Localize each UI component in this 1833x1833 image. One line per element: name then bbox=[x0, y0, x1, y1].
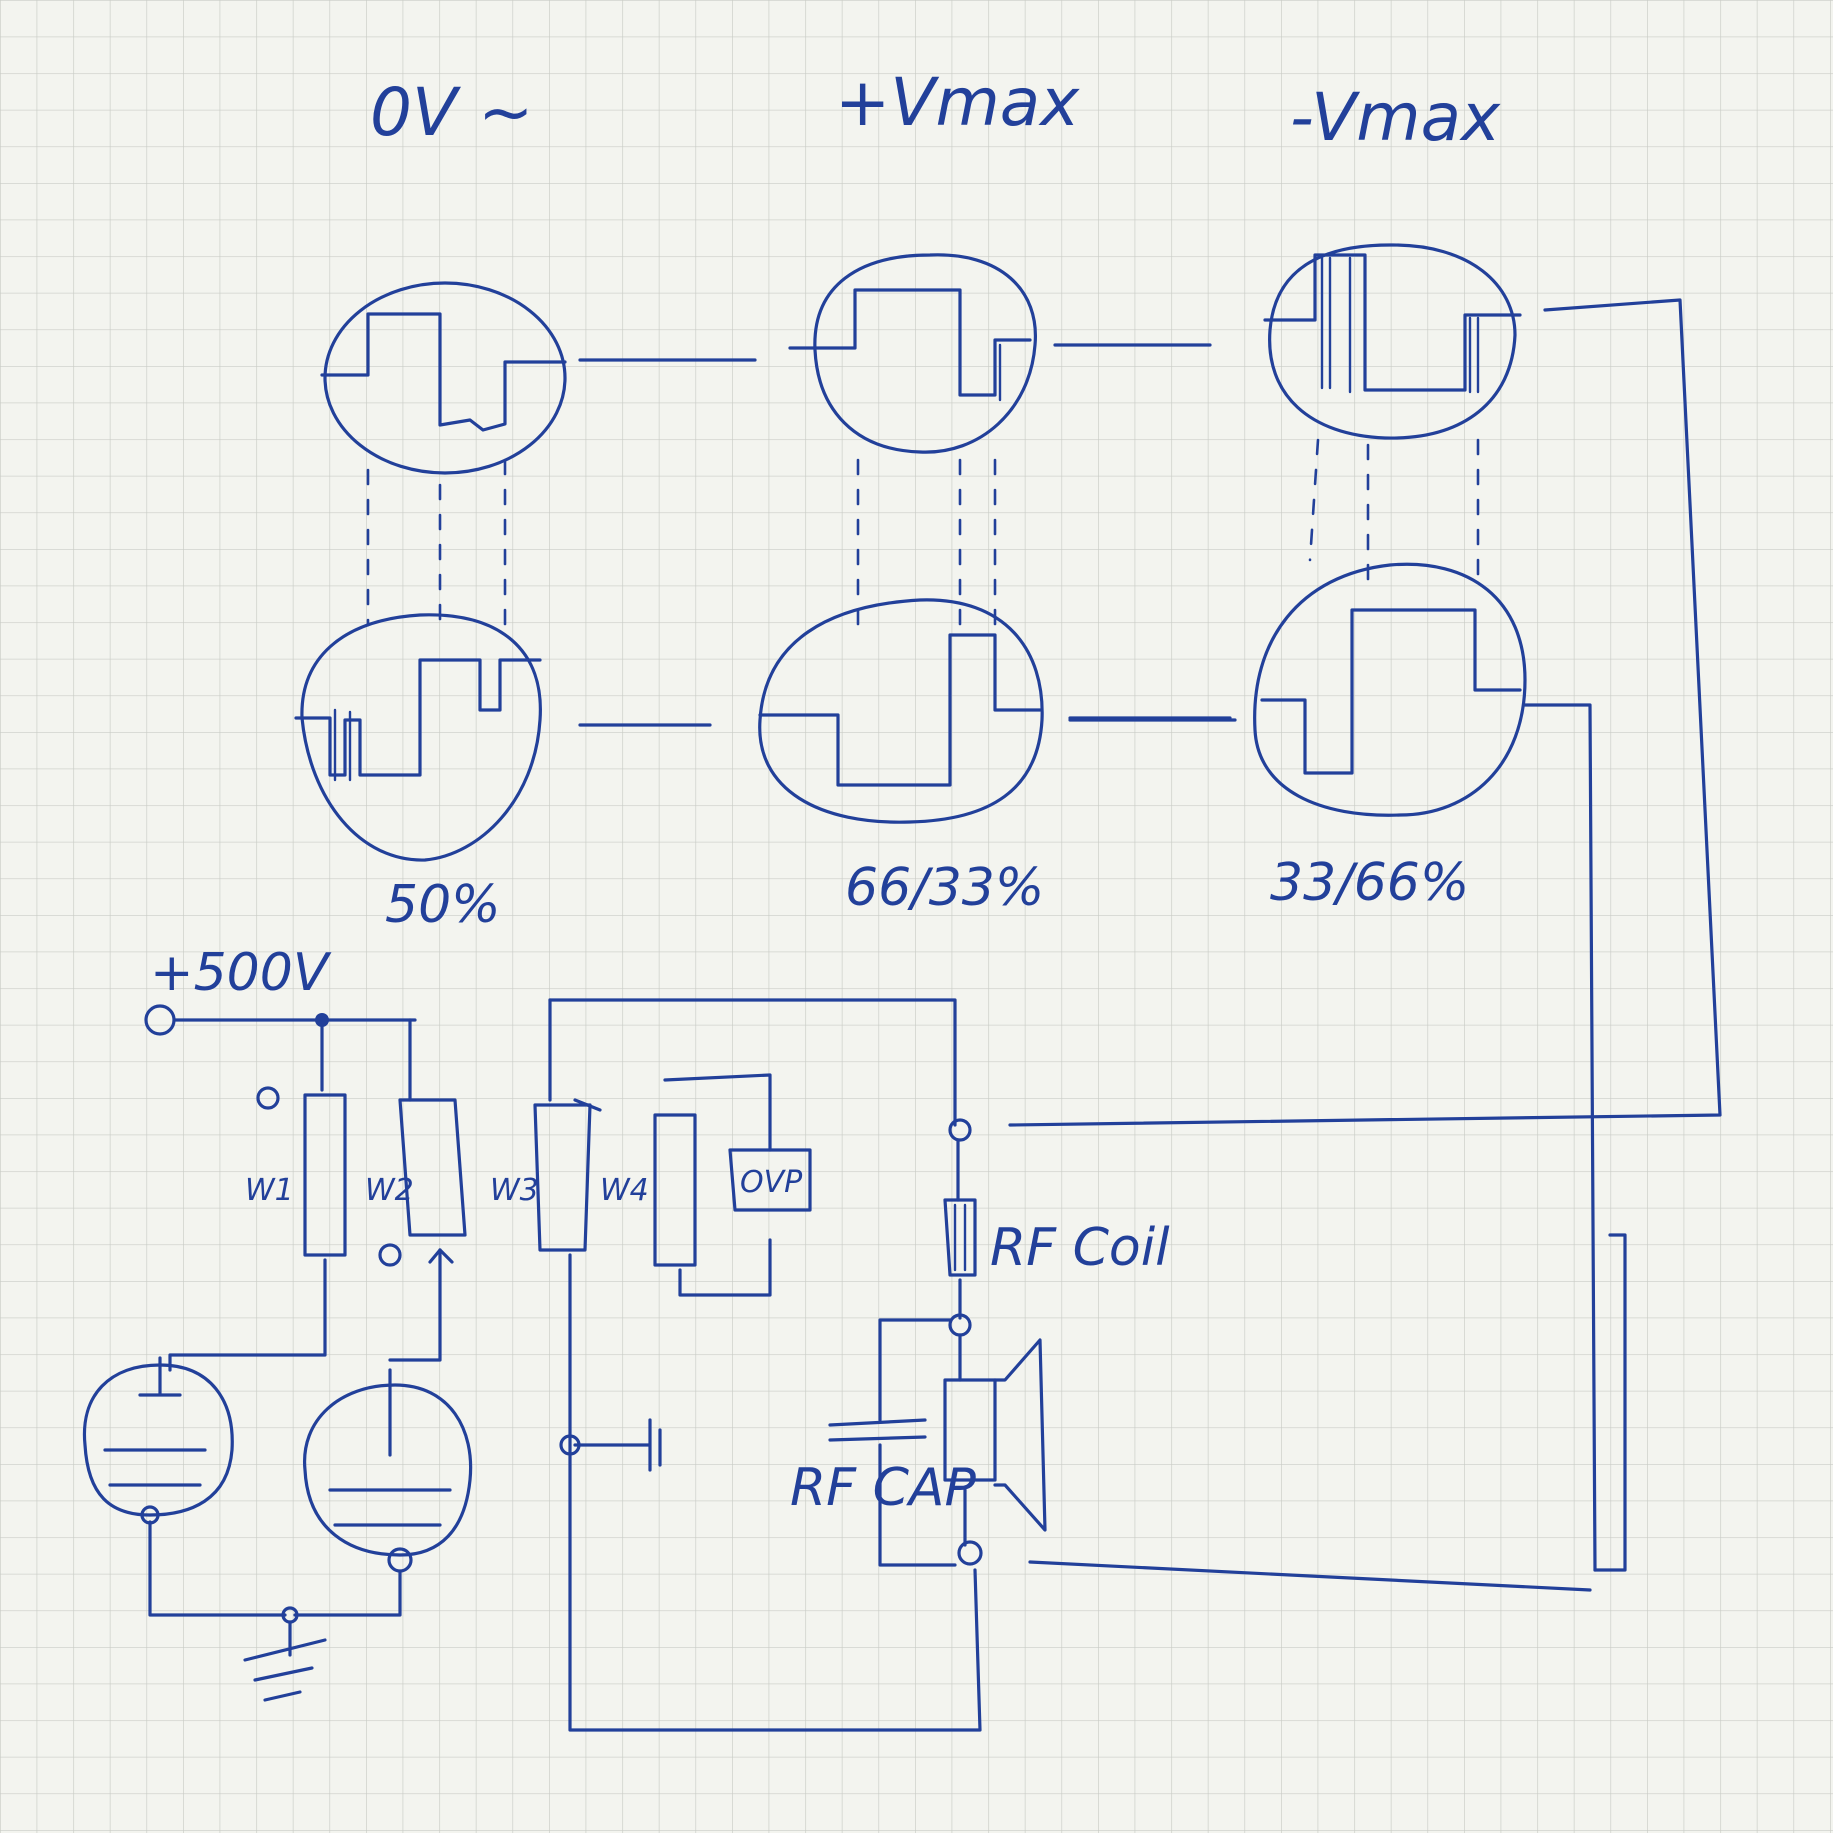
projection-lines-col1 bbox=[366, 458, 507, 627]
link-col3-top bbox=[1008, 298, 1722, 1127]
winding-w3 bbox=[533, 998, 602, 1252]
tube-left bbox=[82, 1356, 287, 1617]
winding-w3-label: W3 bbox=[490, 1173, 539, 1208]
scope-bubble-0v-top bbox=[320, 281, 567, 475]
winding-w4 bbox=[653, 1073, 772, 1297]
return-wire bbox=[1028, 1560, 1592, 1592]
heading-0v: 0V ~ bbox=[370, 74, 533, 151]
supply-terminal bbox=[144, 1004, 417, 1036]
projection-lines-col3 bbox=[1308, 438, 1480, 582]
secondary-ground-wire bbox=[573, 1418, 662, 1472]
feedback-wire-right bbox=[1523, 703, 1597, 1572]
ground-symbol bbox=[243, 1606, 327, 1702]
scope-bubble-plus-top bbox=[788, 253, 1037, 454]
speaker-load bbox=[943, 1333, 1047, 1566]
tube-right bbox=[293, 1368, 473, 1617]
ovp-label: OVP bbox=[740, 1165, 803, 1200]
supply-voltage-label: +500V bbox=[150, 943, 332, 1003]
winding-w1-label: W1 bbox=[245, 1173, 294, 1208]
winding-w2 bbox=[378, 1018, 467, 1362]
heading-plus-vmax: +Vmax bbox=[835, 64, 1080, 141]
heading-minus-vmax: -Vmax bbox=[1290, 79, 1501, 156]
duty-label-col3: 33/66% bbox=[1270, 853, 1469, 913]
rf-cap-label: RF CAP bbox=[790, 1458, 976, 1518]
ovp-block: OVP bbox=[728, 1148, 812, 1212]
duty-label-col1: 50% bbox=[385, 875, 501, 935]
winding-w4-label: W4 bbox=[600, 1173, 649, 1208]
junction-left bbox=[559, 1434, 581, 1456]
winding-w1 bbox=[168, 1025, 347, 1372]
scope-bubble-plus-bottom bbox=[758, 598, 1044, 824]
winding-w2-label: W2 bbox=[365, 1173, 414, 1208]
rf-cap bbox=[828, 1318, 957, 1567]
duty-label-col2: 66/33% bbox=[845, 858, 1044, 918]
scope-bubble-0v-bottom bbox=[294, 613, 542, 862]
feedback-wire-bottom bbox=[1593, 1233, 1627, 1572]
scope-bubble-minus-bottom bbox=[1253, 562, 1527, 817]
rf-coil bbox=[943, 1118, 977, 1337]
main-loop bbox=[548, 998, 982, 1732]
rf-coil-label: RF Coil bbox=[990, 1218, 1170, 1278]
scope-bubble-minus-top bbox=[1263, 243, 1522, 440]
